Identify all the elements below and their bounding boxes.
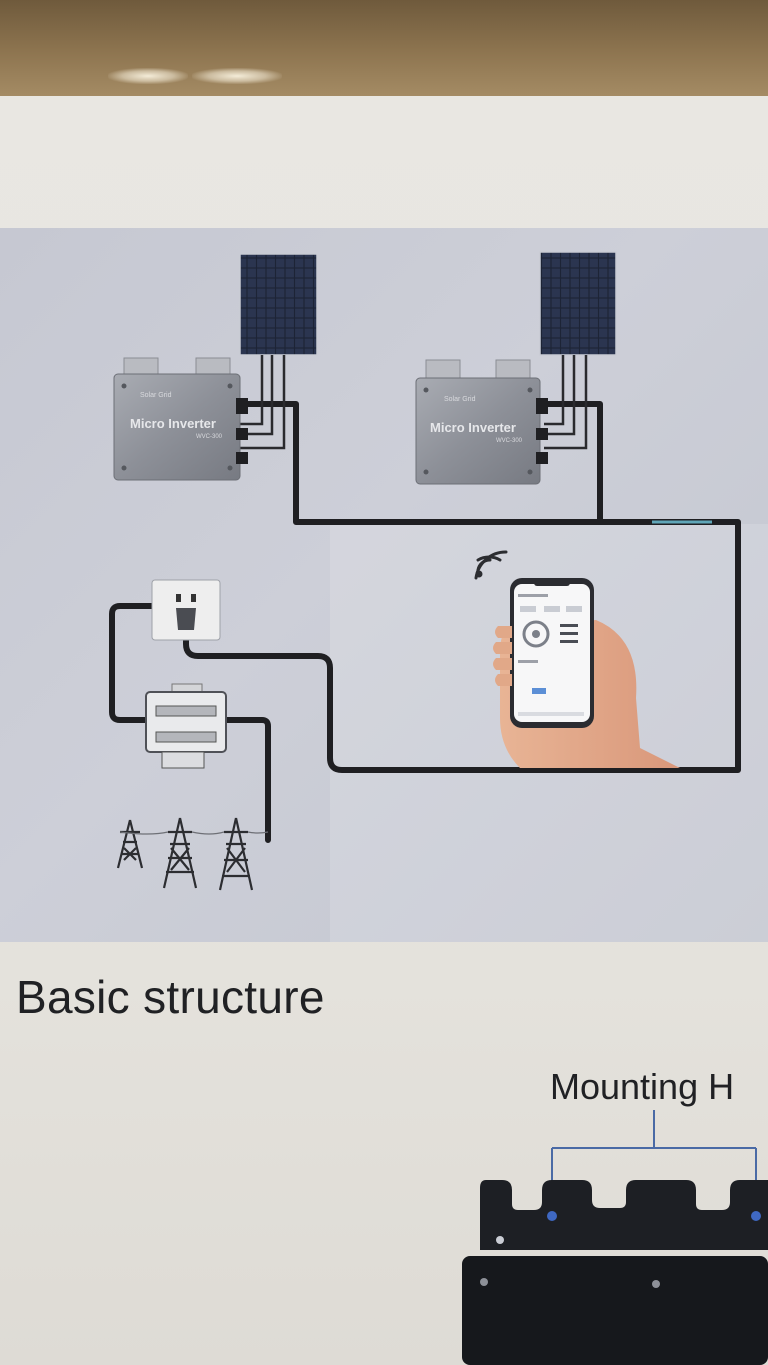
- section-title: Basic structure: [16, 971, 325, 1023]
- light-glare: [192, 68, 282, 84]
- electricity-meter: [145, 683, 227, 769]
- system-diagram: Solar Grid Micro Inverter WVC-300 Solar …: [109, 251, 741, 891]
- svg-text:Solar Grid: Solar Grid: [140, 392, 172, 399]
- svg-text:WVC-300: WVC-300: [196, 434, 223, 440]
- wall-socket: [151, 579, 221, 641]
- micro-inverter-right: Solar Grid Micro Inverter WVC-300: [415, 359, 548, 485]
- mounting-holes-label: Mounting H: [550, 1066, 735, 1107]
- solar-panel-right: [539, 251, 617, 450]
- mounting-bracket-diagram: [462, 1110, 768, 1365]
- light-glare: [108, 68, 188, 84]
- solar-panel-left: [239, 253, 318, 450]
- mounting-hole-right: [751, 1211, 761, 1221]
- smartphone-app: [493, 578, 680, 768]
- inverter-label: Micro Inverter: [130, 416, 216, 431]
- mounting-bracket: [480, 1180, 768, 1250]
- micro-inverter-left: Solar Grid Micro Inverter WVC-300: [113, 357, 248, 481]
- svg-text:WVC-300: WVC-300: [496, 438, 523, 444]
- inverter-body: [462, 1256, 768, 1365]
- wifi-icon: [474, 550, 508, 580]
- inverter-label: Micro Inverter: [430, 420, 516, 435]
- transmission-towers: [116, 817, 269, 891]
- svg-text:Solar Grid: Solar Grid: [444, 396, 476, 403]
- mounting-hole-left: [547, 1211, 557, 1221]
